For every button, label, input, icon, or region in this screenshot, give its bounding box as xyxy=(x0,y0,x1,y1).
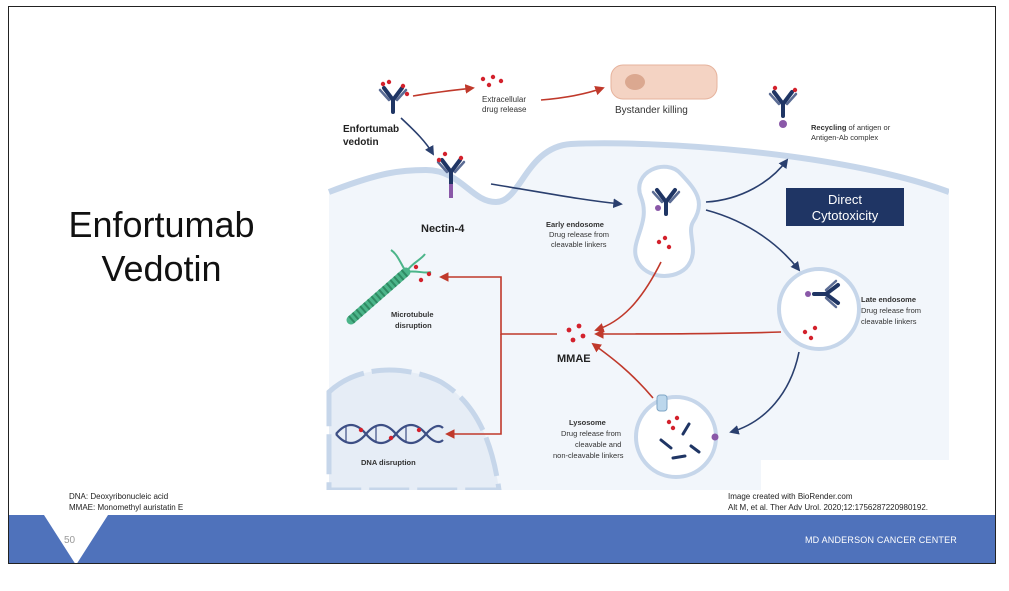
early-line-1: Drug release from xyxy=(549,230,609,239)
early-line-2: cleavable linkers xyxy=(551,240,607,249)
endosome-antibody-icon xyxy=(651,188,681,216)
lysosome-arrow xyxy=(729,351,800,435)
footer-notch xyxy=(44,515,108,563)
early-title: Early endosome xyxy=(546,220,604,229)
footnotes: DNA: Deoxyribonucleic acid MMAE: Monomet… xyxy=(69,491,183,513)
slide-title: Enfortumab Vedotin xyxy=(29,203,294,291)
extracellular-label-1: Extracellular xyxy=(482,95,526,104)
microtubule-label-2: disruption xyxy=(395,321,432,330)
late-line-2: cleavable linkers xyxy=(861,317,917,326)
lysosome-marker xyxy=(711,433,719,441)
lysosome-line-2: cleavable and xyxy=(575,440,621,449)
footnote-dna: DNA: Deoxyribonucleic acid xyxy=(69,492,169,501)
brand-label: MD ANDERSON CANCER CENTER xyxy=(804,535,957,545)
lysosome-drug-dots xyxy=(666,415,680,431)
lysosome-contents xyxy=(659,422,701,460)
bystander-arrow xyxy=(540,86,605,101)
nectin-label: Nectin-4 xyxy=(421,223,465,235)
late-to-mmae-arrow xyxy=(594,329,782,339)
late-antibody-icon xyxy=(805,279,840,309)
direct-cytotoxicity-box xyxy=(786,188,904,226)
late-endosome xyxy=(777,267,861,351)
mechanism-diagram: Enfortumab vedotin Extracellular drug re… xyxy=(321,62,949,490)
slide: Enfortumab Vedotin Enfortuma xyxy=(8,6,996,564)
recycled-antibody-icon xyxy=(768,85,798,128)
dna-label: DNA disruption xyxy=(361,458,416,467)
credits: Image created with BioRender.com Alt M, … xyxy=(728,491,928,513)
cell-body xyxy=(329,143,949,490)
internalization-arrow xyxy=(490,183,623,209)
late-drug-dots xyxy=(802,325,818,341)
free-drug-icon xyxy=(480,74,504,88)
dna-drug-dots xyxy=(358,427,422,441)
bound-antibody-icon xyxy=(436,151,466,198)
lysosome-to-mmae-arrow xyxy=(591,342,654,399)
late-line-1: Drug release from xyxy=(861,306,921,315)
title-line-2: Vedotin xyxy=(101,248,222,289)
direct-line-1: Direct xyxy=(828,192,862,207)
recycling-label-2: Antigen-Ab complex xyxy=(811,133,878,142)
footer-bar xyxy=(9,515,995,563)
bystander-cell xyxy=(610,64,718,100)
recycling-label: Recycling of antigen or xyxy=(811,123,891,132)
lysosome-line-3: non-cleavable linkers xyxy=(553,451,624,460)
nucleus xyxy=(326,367,502,490)
lysosome-title: Lysosome xyxy=(569,418,606,427)
credit-biorender: Image created with BioRender.com xyxy=(728,492,853,501)
extracellular-arrow xyxy=(412,84,475,97)
recycling-rest: of antigen or xyxy=(846,123,890,132)
microtubule-icon xyxy=(346,249,432,325)
mmae-label: MMAE xyxy=(557,353,591,365)
antibody-icon xyxy=(378,79,410,114)
drug-label-1: Enfortumab xyxy=(343,124,399,135)
image-patch xyxy=(761,460,949,490)
direct-line-2: Cytotoxicity xyxy=(812,208,879,223)
maturation-arrow xyxy=(705,209,801,272)
early-to-mmae-arrow xyxy=(594,261,662,333)
dna-helix-icon xyxy=(335,423,444,445)
lysosome-line-1: Drug release from xyxy=(561,429,621,438)
cell-membrane xyxy=(327,140,949,206)
lysosome-pump xyxy=(656,394,668,412)
mmae-dots xyxy=(566,323,586,343)
bystander-nucleus xyxy=(625,74,645,90)
page-number: 50 xyxy=(64,535,76,546)
extracellular-label-2: drug release xyxy=(482,105,527,114)
recycling-bold: Recycling xyxy=(811,123,847,132)
drug-label-2: vedotin xyxy=(343,137,379,148)
early-drug-dots xyxy=(656,235,672,250)
binding-arrow xyxy=(400,117,434,156)
credit-citation: Alt M, et al. Ther Adv Urol. 2020;12:175… xyxy=(728,503,928,512)
footnote-mmae: MMAE: Monomethyl auristatin E xyxy=(69,503,184,512)
late-title: Late endosome xyxy=(861,295,916,304)
title-line-1: Enfortumab xyxy=(68,204,255,245)
mmae-to-targets-arrow xyxy=(439,272,557,335)
early-endosome xyxy=(633,164,701,278)
mmae-to-dna-arrow xyxy=(445,334,502,439)
recycling-arrow xyxy=(705,158,789,203)
lysosome xyxy=(634,395,718,479)
microtubule-label-1: Microtubule xyxy=(391,310,434,319)
bystander-label: Bystander killing xyxy=(615,105,688,116)
